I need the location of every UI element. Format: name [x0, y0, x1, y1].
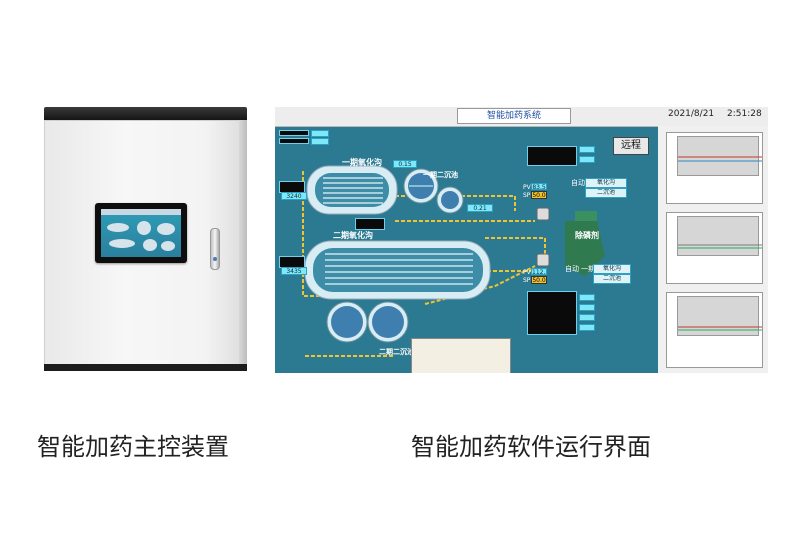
pipe — [485, 237, 546, 256]
trend-chart-3 — [666, 292, 763, 368]
pv-value-2: 112.3 — [531, 268, 547, 275]
phase-label-2: 一期 — [581, 265, 595, 273]
second-clarifier-shape — [326, 301, 409, 343]
control-block-2 — [527, 291, 577, 335]
software-screenshot: 智能加药系统 2021/8/21 2:51:28 — [275, 107, 768, 373]
cabinet-caption: 智能加药主控装置 — [37, 433, 229, 461]
tp-value-1: 0.15 — [393, 160, 417, 168]
remote-button[interactable]: 远程 — [613, 137, 649, 155]
door-handle — [210, 228, 220, 270]
ox-ditch-indicator-1: 氧化沟 — [585, 178, 627, 188]
auto-label-2: 自动 — [565, 265, 579, 273]
value-box — [579, 304, 595, 311]
clarifier-indicator-2: 二沉池 — [593, 274, 631, 284]
status-block — [279, 138, 309, 144]
control-block-1 — [527, 146, 577, 166]
first-oxidation-ditch-label: 一期氧化沟 — [342, 158, 382, 167]
touch-panel — [95, 203, 187, 263]
auto-label-1: 自动 — [571, 179, 585, 187]
status-block — [355, 218, 385, 230]
software-datetime: 2021/8/21 2:51:28 — [668, 109, 762, 119]
software-title: 智能加药系统 — [457, 108, 571, 124]
first-oxidation-ditch-shape — [306, 165, 398, 215]
process-diagram-graphics — [302, 165, 605, 357]
second-clarifier-label: 二期二沉池 — [379, 348, 414, 356]
flow-value-2: 3435 — [281, 267, 307, 275]
cabinet-side — [239, 120, 247, 366]
clarifier-indicator-1: 二沉池 — [585, 188, 627, 198]
process-diagram: 一期氧化沟 一期二沉池 二期氧化沟 二期二沉池 除磷剂 3240 3435 0.… — [275, 126, 658, 373]
second-oxidation-ditch-shape — [304, 240, 491, 300]
value-box — [579, 156, 595, 163]
sp-value-1[interactable]: 50.0 — [531, 191, 547, 199]
value-box — [579, 324, 595, 331]
flow-value-1: 3240 — [281, 192, 307, 200]
trend-chart-1 — [666, 132, 763, 204]
agent-tank-shape — [565, 211, 605, 276]
value-box — [579, 294, 595, 301]
status-block — [279, 130, 309, 136]
control-cabinet — [44, 107, 247, 371]
agent-tank-label: 除磷剂 — [575, 231, 599, 240]
touch-panel-screen — [101, 209, 181, 257]
value-box — [311, 138, 329, 145]
trend-panel — [658, 126, 768, 373]
sp-label-1: SP — [523, 192, 531, 199]
software-time: 2:51:28 — [727, 109, 762, 119]
value-box — [579, 146, 595, 153]
ox-ditch-indicator-2: 氧化沟 — [593, 264, 631, 274]
tp-value-2: 0.21 — [467, 204, 493, 212]
software-caption: 智能加药软件运行界面 — [411, 433, 651, 461]
trend-chart-2 — [666, 212, 763, 284]
site-overview-panel — [411, 338, 511, 373]
second-oxidation-ditch-label: 二期氧化沟 — [333, 231, 373, 240]
value-box — [311, 130, 329, 137]
value-box — [579, 314, 595, 321]
software-date: 2021/8/21 — [668, 109, 715, 119]
pv-label-2: PV — [523, 269, 531, 276]
first-clarifier-shape — [403, 168, 464, 214]
pv-label-1: PV — [523, 184, 531, 191]
pv-value-1: 83.5 — [531, 183, 547, 190]
dosing-pumps — [536, 207, 550, 267]
first-clarifier-label: 一期二沉池 — [423, 171, 458, 179]
cabinet-base — [44, 364, 247, 371]
sp-value-2[interactable]: 50.0 — [531, 276, 547, 284]
software-header: 智能加药系统 2021/8/21 2:51:28 — [275, 107, 768, 127]
sp-label-2: SP — [523, 277, 531, 284]
cabinet-top — [44, 107, 247, 120]
